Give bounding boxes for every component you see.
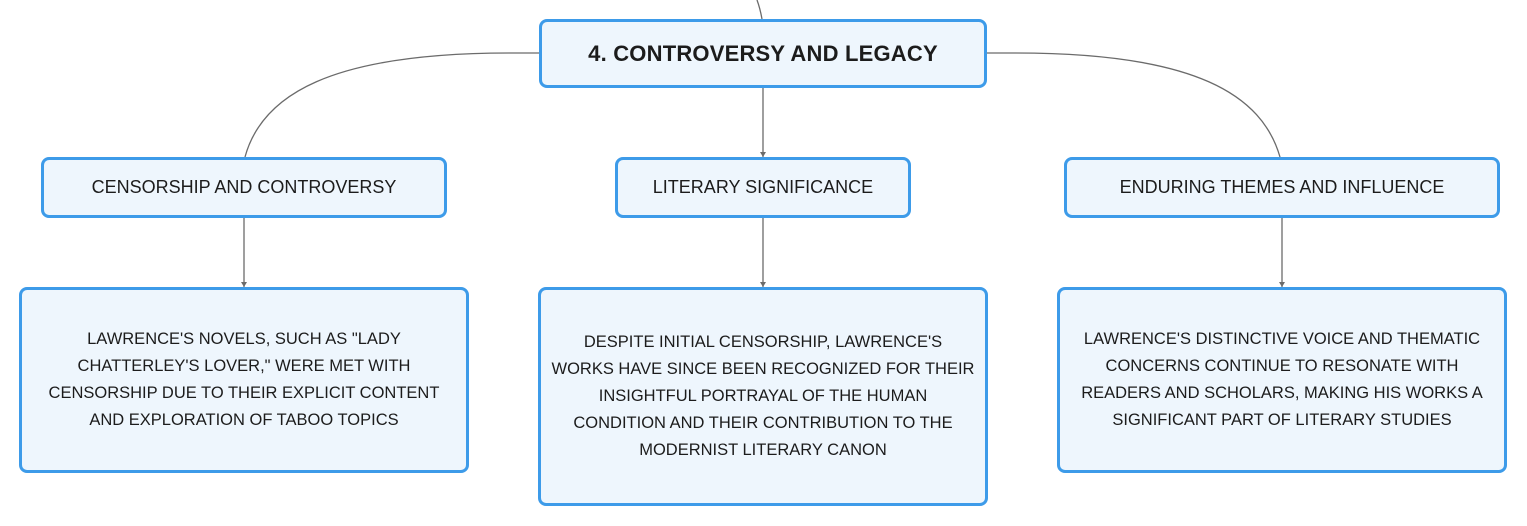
- arrowhead: [241, 282, 247, 287]
- root-node[interactable]: 4. CONTROVERSY AND LEGACY: [539, 19, 987, 88]
- topic-node-label: LITERARY SIGNIFICANCE: [652, 177, 874, 197]
- detail-node-censorship[interactable]: LAWRENCE'S NOVELS, SUCH AS "LADY CHATTER…: [19, 287, 469, 473]
- parent-connector: [756, 0, 763, 20]
- detail-node-enduring-themes[interactable]: LAWRENCE'S DISTINCTIVE VOICE AND THEMATI…: [1057, 287, 1507, 473]
- arrowhead: [1279, 282, 1285, 287]
- detail-node-text: DESPITE INITIAL CENSORSHIP, LAWRENCE'S W…: [551, 333, 975, 459]
- connector-root-to-censorship: [244, 52, 539, 158]
- topic-node-enduring-themes[interactable]: ENDURING THEMES AND INFLUENCE: [1064, 157, 1500, 218]
- detail-node-text: LAWRENCE'S DISTINCTIVE VOICE AND THEMATI…: [1081, 330, 1483, 429]
- detail-node-literary-significance[interactable]: DESPITE INITIAL CENSORSHIP, LAWRENCE'S W…: [538, 287, 988, 506]
- topic-node-literary-significance[interactable]: LITERARY SIGNIFICANCE: [615, 157, 911, 218]
- topic-node-censorship[interactable]: CENSORSHIP AND CONTROVERSY: [41, 157, 447, 218]
- root-node-label: 4. CONTROVERSY AND LEGACY: [588, 40, 938, 66]
- detail-node-text: LAWRENCE'S NOVELS, SUCH AS "LADY CHATTER…: [48, 330, 440, 429]
- topic-node-label: ENDURING THEMES AND INFLUENCE: [1119, 177, 1445, 197]
- arrowhead: [760, 282, 766, 287]
- topic-node-label: CENSORSHIP AND CONTROVERSY: [91, 177, 397, 197]
- connector-root-to-enduring: [987, 52, 1281, 158]
- arrowhead: [760, 152, 766, 157]
